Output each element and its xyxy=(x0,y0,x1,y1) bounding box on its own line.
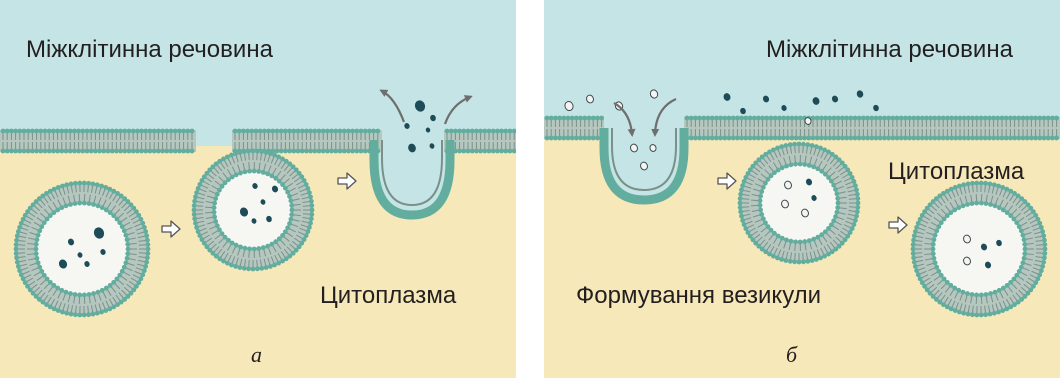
cytoplasm-label-b: Цитоплазма xyxy=(888,158,1024,186)
cytoplasm-label-a: Цитоплазма xyxy=(320,282,456,310)
b-vesicle-free xyxy=(911,181,1048,318)
extracellular-label-b: Міжклітинна речовина xyxy=(766,36,1013,64)
panel-b-endocytosis: Міжклітинна речовина Цитоплазма Формуван… xyxy=(544,0,1060,378)
b-invagination-inner xyxy=(612,128,676,190)
panel-letter-a: а xyxy=(251,342,262,368)
vesicle-formation-label: Формування везикули xyxy=(576,282,821,310)
a-vesicle-free xyxy=(14,181,151,318)
a-membrane-left xyxy=(0,129,196,154)
a-membrane-right xyxy=(444,129,516,154)
panel-a-exocytosis: Міжклітинна речовина Цитоплазма а xyxy=(0,0,516,378)
b-membrane-left xyxy=(544,116,604,141)
extracellular-label-a: Міжклітинна речовина xyxy=(26,36,273,64)
panel-letter-b: б xyxy=(786,342,797,368)
b-membrane-right xyxy=(684,116,1060,141)
